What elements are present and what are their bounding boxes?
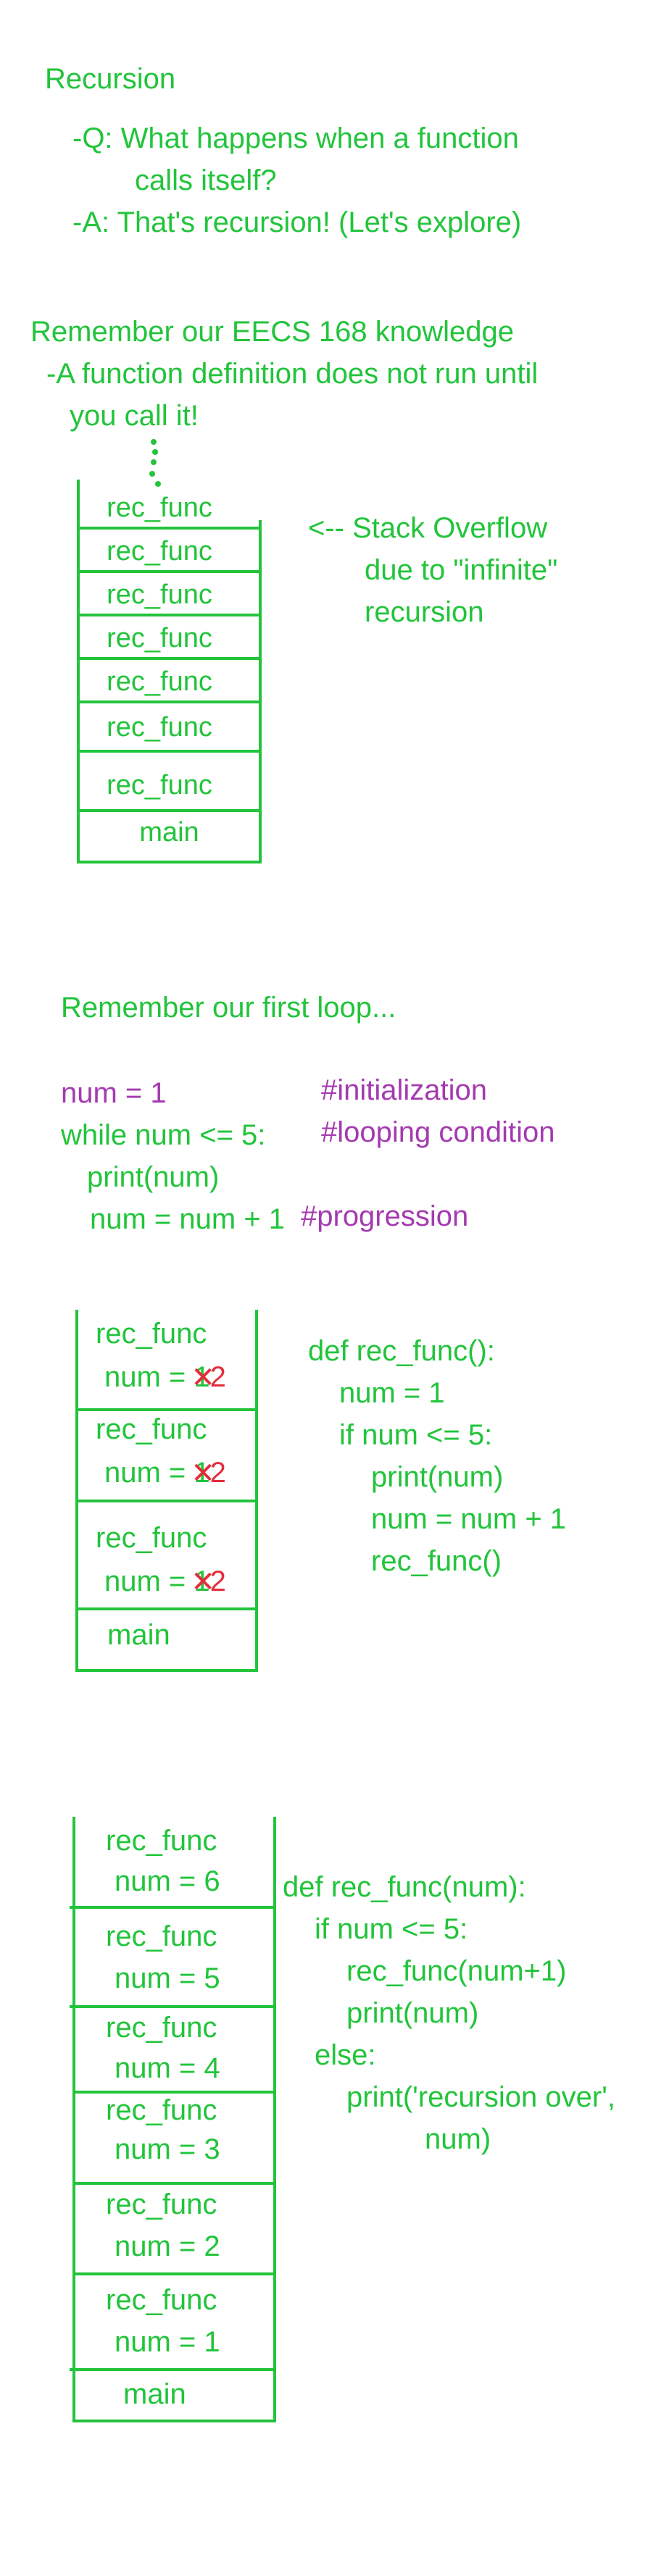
stack-base-main: main bbox=[139, 817, 199, 848]
code-line: def rec_func(): bbox=[308, 1335, 495, 1367]
loop-comment: #progression bbox=[301, 1200, 469, 1232]
stack-frame: rec_func bbox=[107, 623, 212, 653]
stack-frame-var: num = 5 bbox=[115, 1962, 220, 1994]
code-line: rec_func() bbox=[371, 1545, 502, 1577]
stack-frame-name: rec_func bbox=[96, 1522, 207, 1554]
code-line: if num <= 5: bbox=[339, 1419, 493, 1451]
code-line: num = 1 bbox=[339, 1377, 445, 1409]
stack-frame: rec_func bbox=[107, 666, 212, 697]
stack-frame-var: num = 1✕2 bbox=[104, 1361, 226, 1394]
stack-frame-var: num = 1 bbox=[115, 2326, 220, 2358]
overflow-note-line-1: <-- Stack Overflow bbox=[308, 512, 548, 544]
code-line: if num <= 5: bbox=[315, 1913, 468, 1945]
loop-code-line: num = 1 bbox=[61, 1077, 167, 1109]
stack-frame: rec_func bbox=[107, 712, 212, 743]
stack-frame-var: num = 2 bbox=[115, 2230, 220, 2262]
stack-frame-var: num = 4 bbox=[115, 2052, 220, 2084]
loop-code-line: num = num + 1 bbox=[90, 1203, 286, 1235]
loop-heading: Remember our first loop... bbox=[61, 992, 396, 1024]
code-line: print('recursion over', bbox=[346, 2081, 615, 2113]
stack-frame-name: rec_func bbox=[96, 1413, 207, 1445]
question-line-1: -Q: What happens when a function bbox=[72, 122, 519, 154]
code-line: print(num) bbox=[371, 1461, 504, 1493]
code-line: def rec_func(num): bbox=[283, 1871, 526, 1903]
definition-line-2: you call it! bbox=[70, 400, 199, 432]
stack-frame-var: num = 3 bbox=[115, 2133, 220, 2165]
loop-comment: #initialization bbox=[321, 1074, 488, 1106]
overflow-note-line-2: due to "infinite" bbox=[365, 554, 558, 586]
stack-frame-name: rec_func bbox=[106, 2094, 217, 2126]
section-title-recursion: Recursion bbox=[45, 63, 176, 95]
stack-frame-name: rec_func bbox=[106, 2012, 217, 2044]
stack-base-main: main bbox=[123, 2378, 186, 2410]
code-line: rec_func(num+1) bbox=[346, 1955, 567, 1987]
stack-frame: rec_func bbox=[107, 580, 212, 610]
stack-frame-var: num = 6 bbox=[115, 1865, 220, 1897]
stack-base-main: main bbox=[107, 1619, 170, 1651]
answer-line: -A: That's recursion! (Let's explore) bbox=[72, 206, 522, 238]
stack-frame-name: rec_func bbox=[96, 1318, 207, 1350]
stack-frame-var: num = 1✕2 bbox=[104, 1457, 226, 1489]
stack-frame-name: rec_func bbox=[106, 2284, 217, 2316]
stack-frame: rec_func bbox=[107, 493, 212, 523]
stack-frame-name: rec_func bbox=[106, 1920, 217, 1952]
code-line: else: bbox=[315, 2039, 376, 2071]
loop-comment: #looping condition bbox=[321, 1116, 555, 1148]
stack-frame: rec_func bbox=[107, 770, 212, 800]
loop-code-line: while num <= 5: bbox=[61, 1119, 266, 1151]
code-line: num) bbox=[425, 2123, 491, 2155]
code-line: num = num + 1 bbox=[371, 1503, 567, 1535]
question-line-2: calls itself? bbox=[135, 164, 277, 196]
stack-frame-name: rec_func bbox=[106, 2188, 217, 2220]
eecs-heading: Remember our EECS 168 knowledge bbox=[30, 316, 515, 348]
definition-line-1: -A function definition does not run unti… bbox=[46, 358, 539, 390]
stack-frame-var: num = 1✕2 bbox=[104, 1565, 226, 1598]
stack-frame: rec_func bbox=[107, 536, 212, 566]
loop-code-line: print(num) bbox=[87, 1161, 220, 1193]
code-line: print(num) bbox=[346, 1997, 479, 2029]
stack-frame-name: rec_func bbox=[106, 1825, 217, 1857]
overflow-note-line-3: recursion bbox=[365, 596, 484, 628]
